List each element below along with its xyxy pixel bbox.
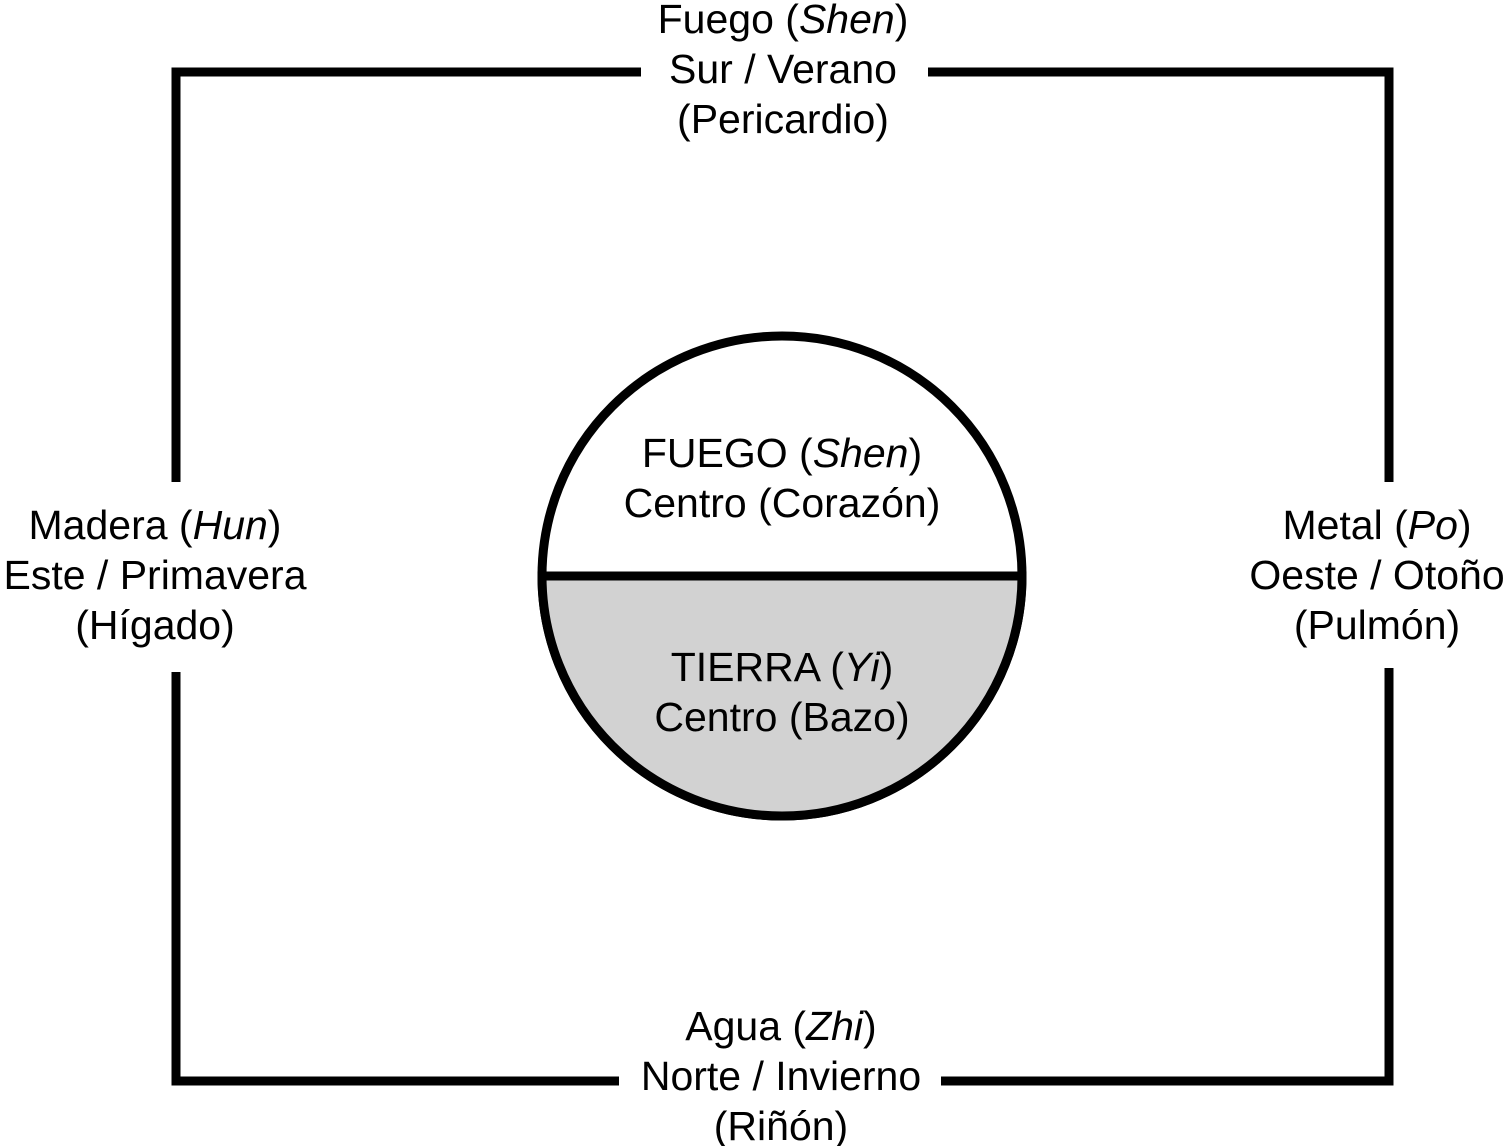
fire-direction-season: Sur / Verano (669, 46, 897, 92)
center-fire-element-name: FUEGO (Shen) (641, 430, 923, 476)
metal-direction-season: Oeste / Otoño (1249, 552, 1505, 598)
water-direction-season: Norte / Invierno (640, 1053, 922, 1099)
center-earth-element-name: TIERRA (Yi) (670, 644, 894, 690)
label-water-north: Agua (Zhi) Norte / Invierno (Riñón) (641, 1001, 921, 1146)
metal-organ: (Pulmón) (1293, 602, 1461, 648)
metal-element-name: Metal (Po) (1282, 502, 1472, 548)
earth-semicircle (537, 571, 1027, 821)
label-center-fire: FUEGO (Shen) Centro (Corazón) (624, 428, 941, 528)
wood-element-name: Madera (Hun) (28, 502, 282, 548)
center-fire-organ: Centro (Corazón) (623, 480, 941, 526)
fire-element-name: Fuego (Shen) (657, 0, 909, 42)
label-wood-east: Madera (Hun) Este / Primavera (Hígado) (3, 500, 306, 650)
wood-organ: (Hígado) (75, 602, 235, 648)
center-earth-organ: Centro (Bazo) (654, 694, 910, 740)
label-fire-south: Fuego (Shen) Sur / Verano (Pericardio) (658, 0, 909, 144)
water-element-name: Agua (Zhi) (685, 1003, 877, 1049)
label-center-earth: TIERRA (Yi) Centro (Bazo) (654, 642, 909, 742)
water-organ: (Riñón) (713, 1103, 849, 1146)
fire-organ: (Pericardio) (677, 96, 889, 142)
wood-direction-season: Este / Primavera (3, 552, 307, 598)
label-metal-west: Metal (Po) Oeste / Otoño (Pulmón) (1249, 500, 1504, 650)
